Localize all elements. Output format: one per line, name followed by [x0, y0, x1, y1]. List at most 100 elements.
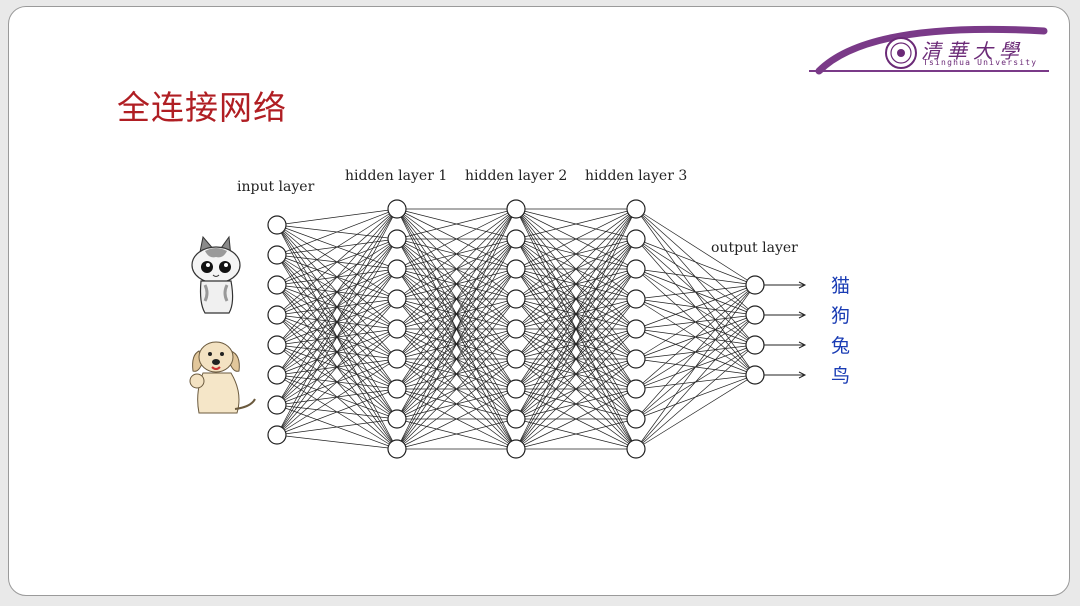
university-seal-icon [885, 37, 917, 69]
connection-edge [635, 238, 756, 286]
neuron-node [626, 259, 646, 279]
connection-edge [515, 328, 637, 450]
neuron-node [387, 409, 407, 429]
neuron-node [506, 259, 526, 279]
connection-edge [276, 328, 398, 436]
connection-edge [635, 268, 756, 286]
dog-icon [189, 341, 256, 414]
connection-edge [635, 284, 756, 360]
arrow-head-icon [798, 311, 807, 319]
output-class-label: 兔 [831, 335, 851, 357]
neuron-node [506, 349, 526, 369]
connection-edge [276, 208, 398, 316]
connection-edge [515, 388, 637, 450]
connection-edge [276, 434, 398, 450]
output-class-label: 鸟 [831, 365, 851, 387]
neuron-node [387, 259, 407, 279]
neuron-node [626, 439, 646, 459]
nodes [267, 199, 765, 459]
connection-edge [515, 208, 637, 360]
edges [276, 208, 756, 450]
layer-label: hidden layer 2 [465, 168, 568, 184]
neuron-node [506, 289, 526, 309]
neuron-node [267, 305, 287, 325]
arrow-head-icon [798, 281, 807, 289]
connection-edge [396, 268, 517, 450]
output-class-label: 狗 [831, 305, 851, 327]
page-title: 全连接网络 [117, 88, 287, 127]
connection-edge [635, 284, 756, 450]
output-class-label: 猫 [831, 275, 851, 297]
layer-label: output layer [711, 240, 798, 256]
connection-edge [276, 208, 398, 406]
neuron-node [387, 289, 407, 309]
connection-edge [515, 208, 637, 390]
connection-edge [276, 418, 398, 436]
connection-edge [515, 208, 637, 300]
connection-edge [515, 418, 637, 450]
arrow-head-icon [798, 341, 807, 349]
connection-edge [635, 284, 756, 300]
output-arrows [764, 281, 807, 379]
slide: 清華大學 Tsinghua University 全连接网络 input lay… [8, 6, 1070, 596]
connection-edge [396, 208, 517, 450]
neuron-node [626, 319, 646, 339]
connection-edge [515, 208, 637, 420]
connection-edge [276, 238, 398, 436]
neuron-node [387, 319, 407, 339]
arrow-head-icon [798, 371, 807, 379]
connection-edge [635, 208, 756, 286]
connection-edge [276, 208, 398, 436]
logo-chinese-name: 清華大學 [921, 39, 1025, 63]
neuron-node [267, 395, 287, 415]
neuron-node [387, 379, 407, 399]
neuron-node [626, 199, 646, 219]
neuron-node [506, 229, 526, 249]
neuron-node [626, 409, 646, 429]
connection-edge [396, 328, 517, 450]
connection-edge [276, 208, 398, 286]
connection-edge [396, 358, 517, 450]
neuron-node [387, 439, 407, 459]
connection-edge [396, 418, 517, 450]
connection-edge [396, 208, 517, 330]
logo-english-name: Tsinghua University [923, 58, 1038, 67]
connection-edge [515, 208, 637, 330]
connection-edge [396, 208, 517, 300]
connection-edge [635, 284, 756, 420]
neuron-node [506, 379, 526, 399]
neuron-node [506, 409, 526, 429]
layer-label: hidden layer 3 [585, 168, 688, 184]
neuron-node [506, 439, 526, 459]
neuron-node [387, 229, 407, 249]
connection-edge [396, 388, 517, 450]
connection-edge [635, 314, 756, 450]
neuron-node [745, 305, 765, 325]
connection-edge [635, 344, 756, 450]
neuron-node [626, 229, 646, 249]
connection-edge [276, 208, 398, 346]
layer-label: hidden layer 1 [345, 168, 448, 184]
neuron-node [387, 349, 407, 369]
connection-edge [396, 208, 517, 270]
connection-edge [515, 208, 637, 240]
connection-edge [396, 238, 517, 450]
connection-edge [276, 298, 398, 436]
neuron-node [745, 275, 765, 295]
neuron-node [745, 365, 765, 385]
connection-edge [515, 298, 637, 450]
connection-edge [635, 374, 756, 450]
connection-edge [635, 284, 756, 390]
neuron-node [506, 199, 526, 219]
connection-edge [276, 268, 398, 436]
connection-edge [276, 208, 398, 376]
neuron-node [267, 365, 287, 385]
connection-edge [515, 238, 637, 450]
neuron-node [267, 425, 287, 445]
neuron-node [626, 379, 646, 399]
cat-icon [191, 235, 241, 314]
neuron-node [267, 275, 287, 295]
connection-edge [515, 268, 637, 450]
neuron-node [267, 245, 287, 265]
connection-edge [635, 284, 756, 330]
